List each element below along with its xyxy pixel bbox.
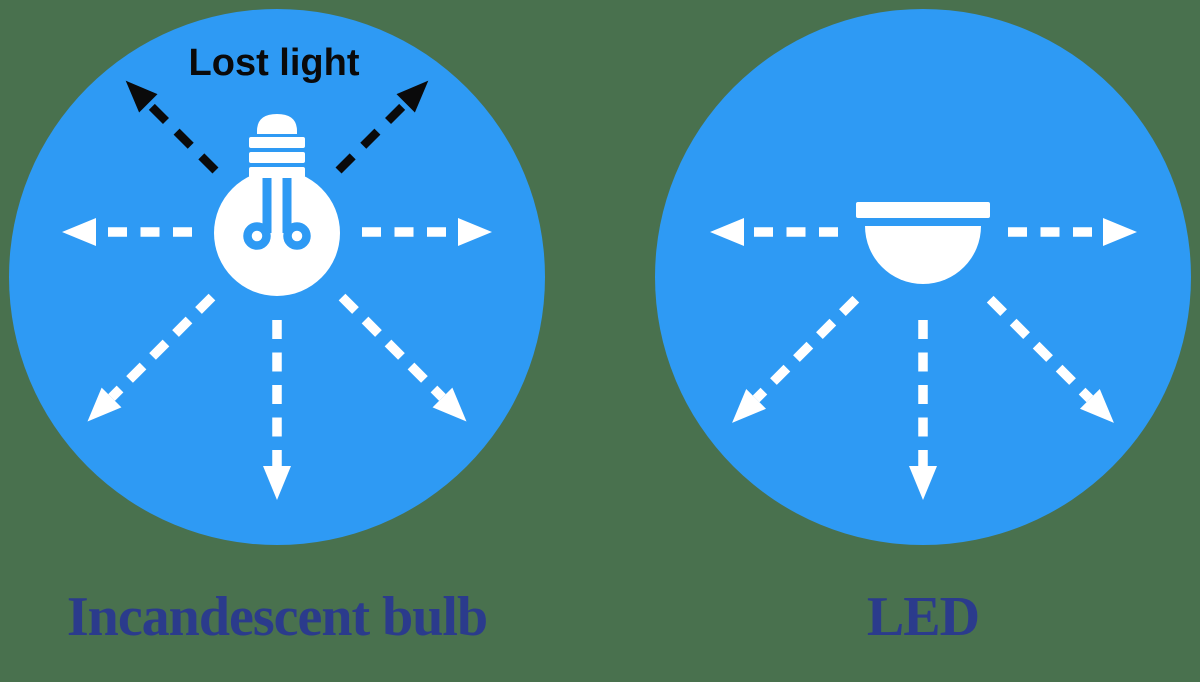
led-downlight-icon bbox=[856, 202, 990, 284]
led-arrow-down-right bbox=[986, 295, 1114, 423]
black-arrow-up-right bbox=[335, 80, 429, 174]
white-arrow-right bbox=[362, 218, 492, 246]
black-arrow-up-left bbox=[125, 80, 219, 174]
incandescent-label: Incandescent bulb bbox=[67, 586, 487, 648]
bulb-cap-dome bbox=[257, 114, 297, 134]
led-arrow-down-left bbox=[732, 295, 860, 423]
bulb-screw-base bbox=[249, 114, 305, 178]
lost-light-label: Lost light bbox=[189, 42, 360, 84]
bulb-filament bbox=[243, 170, 311, 250]
incandescent-panel: Lost light bbox=[9, 9, 545, 545]
led-panel bbox=[655, 9, 1191, 545]
led-dome bbox=[865, 226, 981, 284]
led-label: LED bbox=[867, 586, 979, 648]
incandescent-bulb-icon bbox=[214, 114, 340, 296]
led-arrow-left bbox=[710, 218, 838, 246]
white-arrow-left bbox=[62, 218, 192, 246]
white-arrow-down-left bbox=[87, 293, 216, 422]
led-mount-bar bbox=[856, 202, 990, 218]
bulb-globe bbox=[214, 170, 340, 296]
led-arrow-down bbox=[909, 320, 937, 500]
white-arrow-down-right bbox=[338, 293, 467, 422]
white-arrow-down bbox=[263, 320, 291, 500]
led-arrow-right bbox=[1008, 218, 1137, 246]
